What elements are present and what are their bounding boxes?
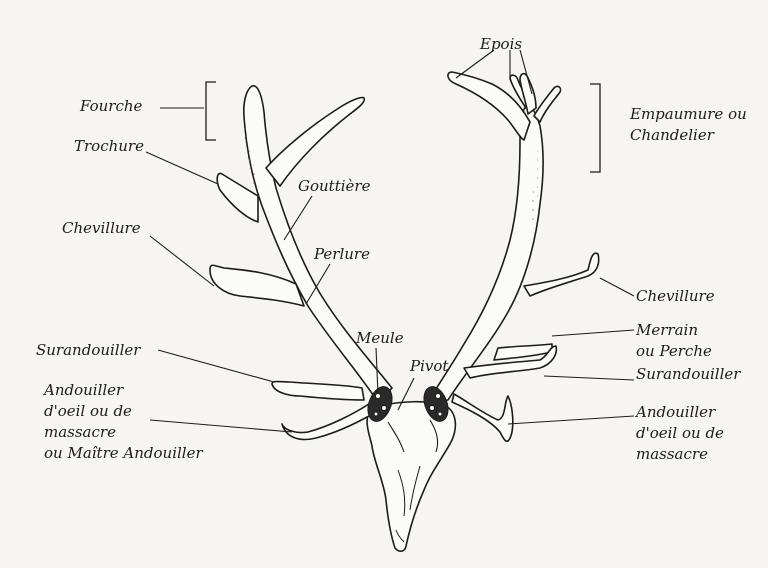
label-chevillure-right: Chevillure [636, 287, 715, 305]
leader-surandouiller-right [543, 375, 635, 381]
label-empaumure: Empaumure ou Chandelier [630, 104, 747, 146]
label-merrain: Merrain ou Perche [636, 320, 712, 362]
bracket-empaumure [590, 83, 601, 173]
leader-epois-1 [455, 49, 495, 79]
label-andouiller-right-line-2: d'oeil ou de [636, 424, 724, 442]
leader-chevillure-right [599, 277, 635, 297]
label-andouiller-left: Andouiller d'oeil ou de massacre ou Maît… [44, 380, 203, 464]
skull [366, 400, 457, 552]
bracket-fourche [205, 81, 216, 141]
right-antler [427, 71, 600, 442]
label-andouiller-right-line-3: massacre [636, 445, 708, 463]
label-merrain-line-2: ou Perche [636, 342, 712, 360]
leader-trochure [145, 151, 219, 185]
burr-right [423, 386, 449, 422]
leader-surandouiller-left [157, 349, 275, 383]
label-andouiller-left-line-2: d'oeil ou de [44, 402, 132, 420]
label-perlure: Perlure [314, 245, 370, 263]
leader-merrain [551, 329, 635, 337]
label-andouiller-left-line-3: massacre [44, 423, 116, 441]
label-fourche: Fourche [80, 97, 143, 115]
leader-pivot [397, 377, 415, 411]
leader-epois-3 [519, 49, 533, 95]
label-andouiller-left-line-1: Andouiller [44, 381, 124, 399]
label-andouiller-right: Andouiller d'oeil ou de massacre [636, 402, 724, 465]
leader-meule [375, 347, 379, 395]
leader-gouttiere [283, 195, 313, 241]
leader-chevillure-left [149, 235, 215, 287]
label-andouiller-left-line-4: ou Maître Andouiller [44, 444, 203, 462]
label-pivot: Pivot [410, 357, 449, 375]
label-merrain-line-1: Merrain [636, 321, 698, 339]
leader-andouiller-left [149, 419, 293, 433]
leader-perlure [305, 263, 331, 305]
label-epois: Epois [480, 35, 523, 53]
label-surandouiller-left: Surandouiller [36, 341, 141, 359]
label-andouiller-right-line-1: Andouiller [636, 403, 716, 421]
burr-left [367, 386, 393, 422]
label-gouttiere: Gouttière [298, 177, 371, 195]
leader-lines [145, 49, 635, 433]
label-empaumure-line-1: Empaumure ou [630, 105, 747, 123]
label-chevillure-left: Chevillure [62, 219, 141, 237]
leader-andouiller-right [507, 415, 635, 425]
label-surandouiller-right: Surandouiller [636, 365, 741, 383]
label-empaumure-line-2: Chandelier [630, 126, 714, 144]
label-meule: Meule [356, 329, 404, 347]
label-trochure: Trochure [74, 137, 144, 155]
